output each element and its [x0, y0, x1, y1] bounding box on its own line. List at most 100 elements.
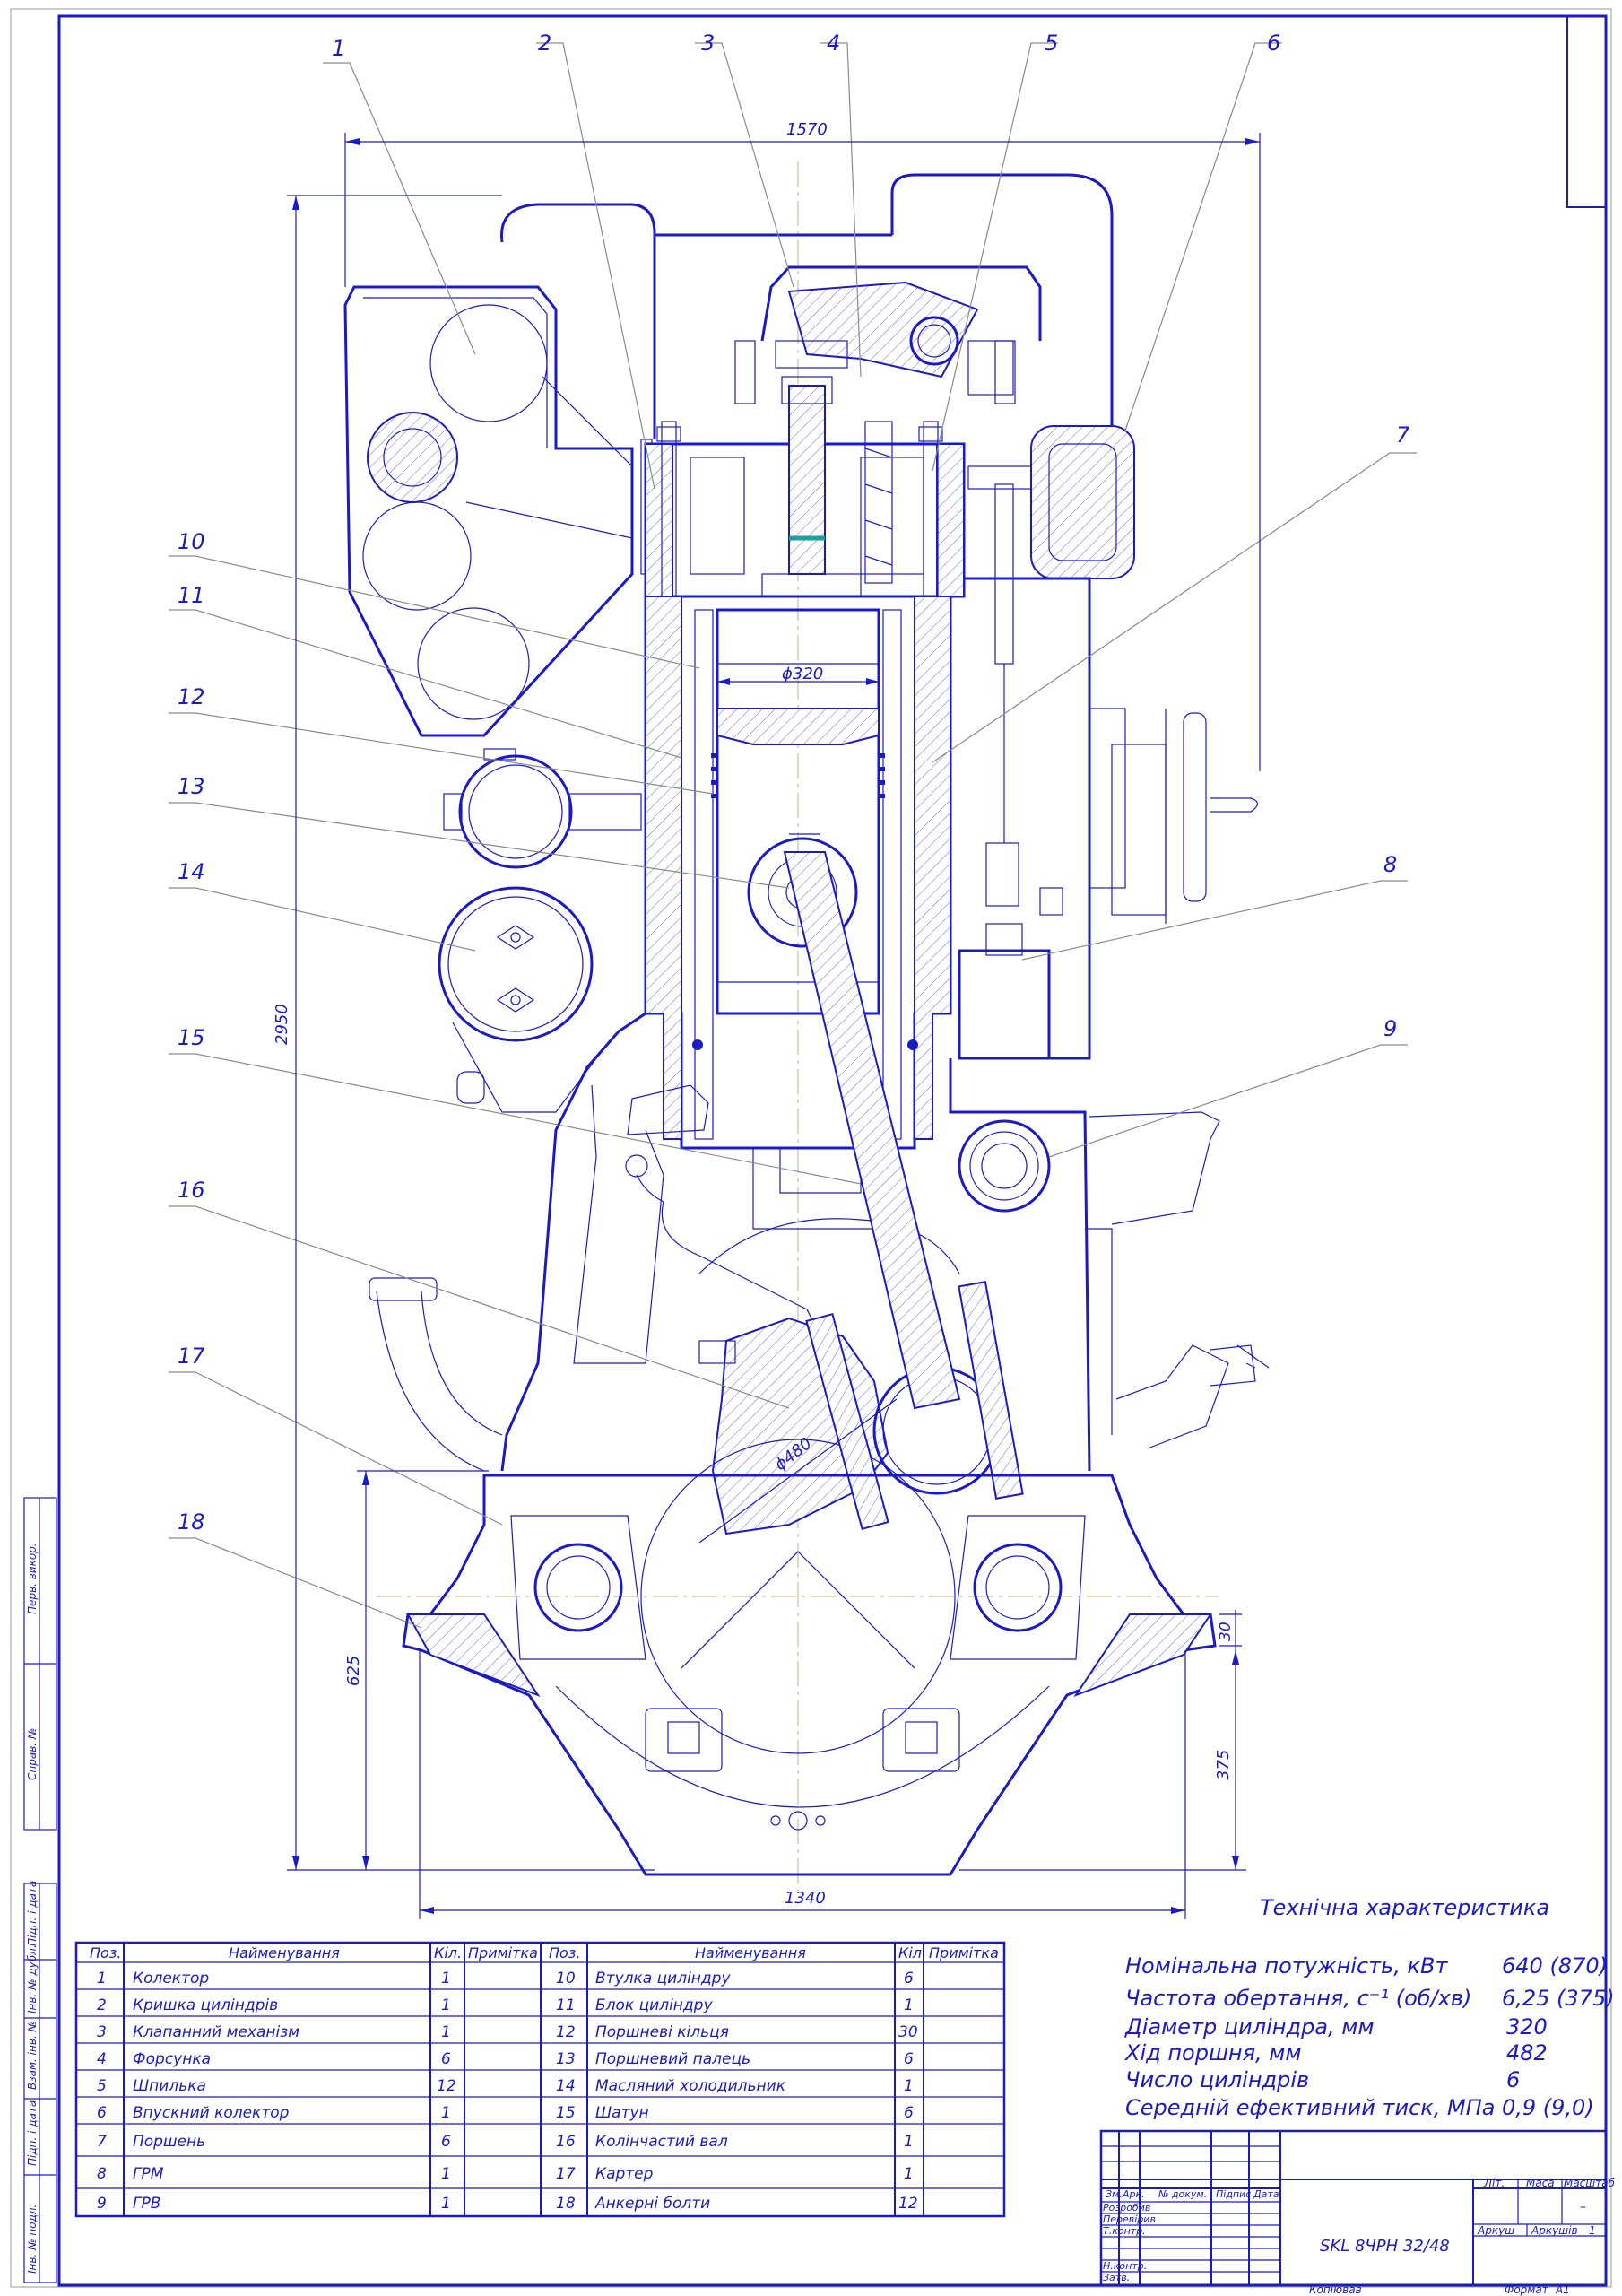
parts-row-pos: 2: [97, 1996, 107, 2014]
parts-row-name: Картер: [595, 2165, 654, 2183]
parts-row-name: Колектор: [133, 1970, 209, 1987]
parts-row-qty: 1: [441, 2195, 451, 2213]
parts-row-pos: 18: [556, 2195, 576, 2213]
parts-row-pos: 1: [97, 1970, 107, 1987]
parts-row-name: Втулка циліндру: [595, 1970, 731, 1987]
parts-row-qty: 1: [904, 1996, 914, 2014]
parts-row-pos: 6: [97, 2104, 107, 2122]
tech-label-2: Частота обертання, с⁻¹ (об/хв): [1125, 1986, 1471, 2011]
tech-label-4: Хід поршня, мм: [1123, 2040, 1302, 2066]
parts-row-qty: 6: [904, 2050, 914, 2068]
parts-row-name: Поршень: [133, 2133, 205, 2151]
outer-frame: [10, 8, 1612, 2288]
parts-row-pos: 15: [556, 2104, 576, 2122]
dim-base-depth: 375: [1214, 1750, 1233, 1780]
tb-col-doc: № докум.: [1158, 2188, 1207, 2200]
tech-label-3: Діаметр циліндра, мм: [1124, 2014, 1374, 2039]
stamp-cell-4: Інв. № дубл.: [26, 1944, 39, 2013]
tb-col-date: Дата: [1253, 2188, 1279, 2200]
top-right-stamp: [1566, 15, 1607, 208]
tb-sheet: Аркуш: [1477, 2224, 1514, 2237]
callout-18: 18: [178, 1509, 205, 1535]
stamp-cell-3: Підп. і дата: [26, 1881, 39, 1946]
callout-4: 4: [827, 30, 840, 56]
tb-sheets-value: 1: [1589, 2224, 1596, 2237]
callout-10: 10: [178, 529, 205, 554]
parts-row-qty: 1: [904, 2165, 914, 2183]
parts-row-pos: 13: [556, 2050, 576, 2068]
tb-col-sign: Підпис: [1216, 2188, 1251, 2200]
side-stamp: Перв. викор. Справ. № Підп. і дата Інв. …: [23, 1497, 57, 2283]
parts-header-note-right: Примітка: [929, 1944, 999, 1961]
parts-row-qty: 6: [904, 1970, 914, 1987]
parts-header-note-left: Примітка: [468, 1944, 538, 1961]
parts-row-pos: 10: [556, 1970, 576, 1987]
parts-header-qty-left: Кіл.: [434, 1944, 462, 1961]
tb-copied: Копіював: [1309, 2283, 1362, 2296]
parts-row-qty: 12: [437, 2077, 456, 2095]
parts-row-qty: 6: [904, 2104, 914, 2122]
parts-row-name: ГРМ: [133, 2165, 164, 2183]
callout-8: 8: [1383, 852, 1397, 877]
parts-row-pos: 14: [556, 2077, 576, 2095]
parts-row-name: ГРВ: [133, 2195, 160, 2213]
parts-row-name: Поршневий палець: [595, 2050, 750, 2068]
callout-1: 1: [332, 36, 345, 61]
dim-cylinder-diameter: ϕ320: [782, 665, 823, 683]
inner-frame: [57, 14, 1608, 2287]
parts-header-pos-right: Поз.: [549, 1944, 580, 1961]
cylinder-block: [644, 596, 952, 1150]
parts-row-name: Форсунка: [133, 2050, 211, 2068]
tb-mass: Маса: [1526, 2177, 1555, 2189]
parts-row-name: Масляний холодильник: [595, 2077, 786, 2095]
parts-row-name: Шатун: [595, 2104, 649, 2122]
dim-overall-height: 2950: [273, 1004, 291, 1045]
camshaft: [958, 1119, 1051, 1213]
tb-format: Формат: [1505, 2283, 1549, 2296]
tb-role-ncontrol: Н.контр.: [1103, 2260, 1147, 2272]
tb-scale: Масштаб: [1564, 2177, 1616, 2189]
tb-role-approved: Затв.: [1103, 2272, 1130, 2283]
title-block: Зм. Арк. № докум. Підпис Дата Розробив П…: [1099, 2129, 1616, 2296]
tb-format-value: А1: [1555, 2283, 1570, 2296]
parts-row-name: Клапанний механізм: [133, 2023, 299, 2041]
tb-role-checked: Перевірив: [1103, 2213, 1156, 2225]
intake-manifold: [967, 425, 1135, 579]
parts-row-pos: 9: [97, 2195, 107, 2213]
timing-mechanism: [958, 483, 1259, 1060]
tech-value-1: 640 (870): [1502, 1953, 1608, 1979]
callout-12: 12: [178, 684, 205, 709]
tech-value-3: 320: [1506, 2014, 1548, 2039]
dim-base-width: 1340: [785, 1889, 826, 1908]
tech-value-6: 0,9 (9,0): [1502, 2095, 1594, 2120]
parts-row-pos: 16: [556, 2133, 576, 2151]
parts-row-pos: 5: [97, 2077, 107, 2095]
tech-value-2: 6,25 (375): [1502, 1986, 1615, 2011]
parts-row-pos: 11: [556, 1996, 576, 2014]
parts-row-pos: 17: [556, 2165, 576, 2183]
oil-cooler: [438, 748, 642, 1113]
callout-2: 2: [538, 30, 551, 56]
piston-rings: [692, 753, 918, 1050]
tb-col-change: Зм.: [1106, 2188, 1123, 2200]
callout-11: 11: [178, 583, 205, 608]
base-frame: [402, 1474, 1217, 1876]
tb-scale-value: –: [1580, 2200, 1586, 2214]
parts-row-qty: 6: [441, 2050, 451, 2068]
stamp-cell-1: Перв. викор.: [26, 1543, 39, 1614]
tech-value-4: 482: [1506, 2040, 1548, 2066]
parts-row-pos: 8: [97, 2165, 107, 2183]
tech-value-5: 6: [1506, 2067, 1520, 2092]
dim-overall-width: 1570: [786, 120, 828, 139]
engine-cross-section: [343, 161, 1270, 1892]
parts-row-qty: 1: [441, 2104, 451, 2122]
crankcase: [369, 1012, 1270, 1472]
callout-15: 15: [178, 1025, 205, 1050]
parts-row-qty: 6: [441, 2133, 451, 2151]
parts-row-qty: 1: [904, 2077, 914, 2095]
parts-header-name-right: Найменування: [695, 1944, 806, 1961]
callout-13: 13: [178, 774, 205, 799]
callout-9: 9: [1383, 1016, 1397, 1041]
parts-header-qty-right: Кіл.: [898, 1944, 926, 1961]
